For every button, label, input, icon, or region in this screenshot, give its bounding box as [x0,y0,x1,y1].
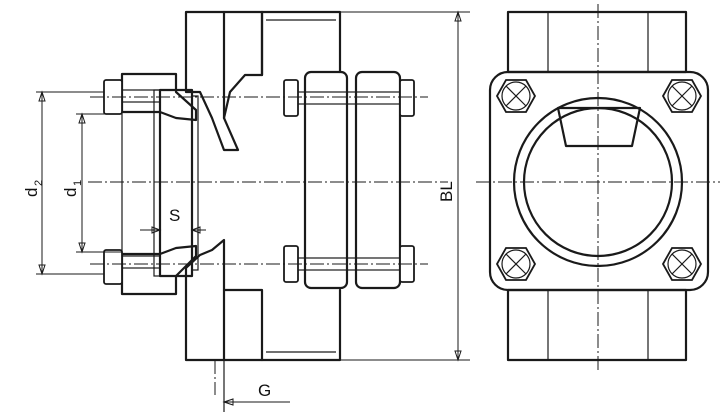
dimension-s: S [140,206,206,234]
gasket-right [191,95,199,271]
front-view [488,10,710,362]
corner-bolt-top-right [661,79,703,113]
nut-upper-right [399,79,415,117]
label-g: G [258,381,271,400]
label-d2-subscript: 2 [33,180,45,186]
body-bottom-edge [260,288,342,362]
hex-nut-lower [506,288,688,362]
corner-bolt-top-left [495,79,537,113]
sight-window-mark [556,106,642,148]
nut-upper-left [283,79,299,117]
dimension-bl: BL [340,10,470,362]
cover-flange-upper [120,72,198,122]
housing-inner-lower [222,288,264,362]
hex-nut-upper [506,10,688,74]
label-d2: d [22,188,41,197]
body-section-upper [184,10,240,152]
section-view [103,10,415,412]
label-s: S [169,206,180,225]
label-bl: BL [437,181,456,202]
square-flange [488,70,710,292]
flange-plate-left [303,70,349,290]
dimension-d2: d 2 [22,90,104,276]
housing-inner-upper [222,10,264,120]
dimension-d1: d 1 [61,112,122,254]
label-d1-subscript: 1 [72,180,84,186]
label-d1: d [61,188,80,197]
body-section-lower [184,238,226,362]
dimension-g: G [222,381,290,406]
cover-flange-lower [120,244,198,296]
body-top-edge [260,10,342,74]
corner-bolt-bottom-right [661,247,703,281]
stud-upper [294,91,414,105]
cover-nut-lower [103,249,123,285]
corner-bolt-bottom-left [495,247,537,281]
flange-plate-right [354,70,402,290]
